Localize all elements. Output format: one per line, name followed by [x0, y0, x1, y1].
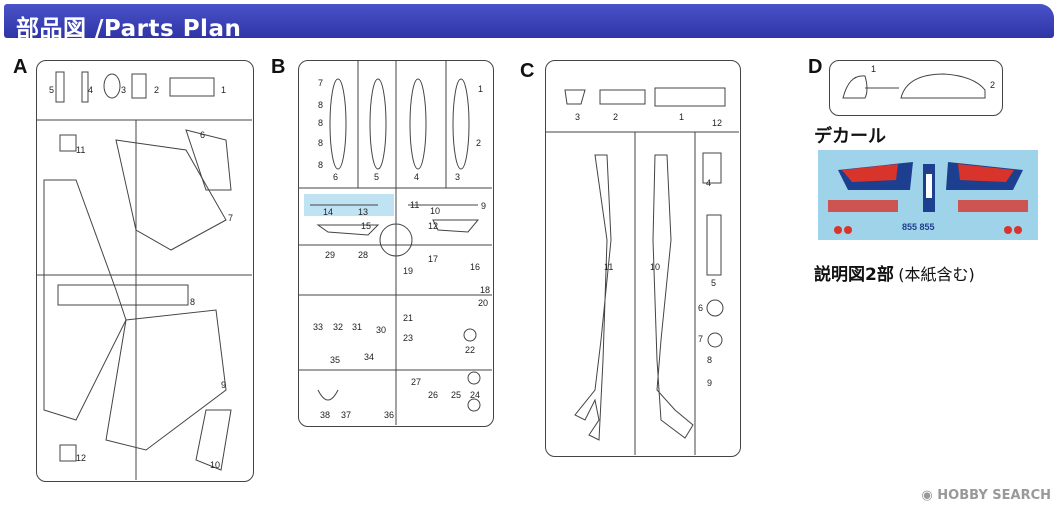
- part-number: 1: [478, 84, 484, 94]
- part-number: 7: [318, 78, 324, 88]
- panel-b-label: B: [271, 56, 286, 78]
- part-number: 33: [313, 322, 324, 332]
- part-number: 19: [403, 266, 414, 276]
- part-number: 28: [358, 250, 369, 260]
- panel-c-label: C: [520, 60, 535, 82]
- part-number: 35: [330, 355, 341, 365]
- part-number: 30: [376, 325, 387, 335]
- part-number: 6: [333, 172, 339, 182]
- instruction-note: 説明図2部 (本紙含む): [814, 260, 975, 285]
- part-number: 2: [476, 138, 482, 148]
- decal-sheet: 855 855: [818, 150, 1038, 240]
- panel-d-label: D: [808, 56, 823, 78]
- part-number: 34: [364, 352, 375, 362]
- sprue-a-drawing: [36, 71, 252, 480]
- watermark-text: HOBBY SEARCH: [937, 488, 1051, 503]
- part-number: 21: [403, 313, 414, 323]
- header-bar: 部品図 /Parts Plan: [4, 4, 1054, 42]
- part-number: 8: [318, 118, 324, 128]
- part-number: 8: [318, 138, 324, 148]
- instruction-note-normal: (本紙含む): [898, 265, 975, 284]
- part-number: 27: [411, 377, 422, 387]
- part-number: 6: [698, 303, 704, 313]
- part-number: 15: [361, 221, 372, 231]
- part-number: 3: [121, 85, 127, 95]
- part-number: 18: [480, 285, 491, 295]
- sprue-c-frame: [545, 60, 741, 457]
- decal-title: デカール: [814, 126, 886, 147]
- part-number: 9: [707, 378, 713, 388]
- part-number: 26: [428, 390, 439, 400]
- part-number: 24: [470, 390, 481, 400]
- part-number: 37: [341, 410, 352, 420]
- part-number: 29: [325, 250, 336, 260]
- watermark: ◉ HOBBY SEARCH: [921, 488, 1051, 503]
- sprue-c-drawing: [545, 87, 739, 455]
- part-number: 31: [352, 322, 363, 332]
- part-number: 25: [451, 390, 462, 400]
- part-number: 8: [190, 297, 196, 307]
- sprue-d-frame: [829, 60, 1003, 116]
- part-number: 7: [228, 213, 234, 223]
- part-number: 20: [478, 298, 489, 308]
- part-number: 10: [650, 262, 661, 272]
- part-number: 11: [76, 145, 86, 155]
- part-number: 3: [575, 112, 581, 122]
- part-number: 7: [698, 334, 704, 344]
- part-number: 8: [318, 100, 324, 110]
- part-number: 5: [49, 85, 55, 95]
- part-number: 4: [414, 172, 420, 182]
- part-number: 4: [706, 178, 712, 188]
- sprue-b-drawing: [298, 60, 492, 425]
- part-number: 12: [428, 221, 439, 231]
- decal-number-text: 855 855: [902, 222, 935, 232]
- part-number: 2: [613, 112, 619, 122]
- part-number: 16: [470, 262, 481, 272]
- part-number: 14: [323, 207, 334, 217]
- part-number: 36: [384, 410, 395, 420]
- panel-a-label: A: [13, 56, 28, 78]
- part-number: 1: [679, 112, 685, 122]
- part-number: 23: [403, 333, 414, 343]
- canopy-drawing: [842, 73, 986, 99]
- part-number: 6: [200, 130, 206, 140]
- part-number: 1: [221, 85, 227, 95]
- part-number: 5: [374, 172, 380, 182]
- part-number: 10: [430, 206, 441, 216]
- part-number: 32: [333, 322, 344, 332]
- part-number: 8: [318, 160, 324, 170]
- part-number: 5: [711, 278, 717, 288]
- part-number: 11: [604, 262, 614, 272]
- decal-artwork: [828, 162, 1028, 234]
- part-number: 2: [990, 80, 996, 90]
- part-number: 11: [410, 200, 420, 210]
- part-number: 8: [707, 355, 713, 365]
- part-number: 9: [481, 201, 487, 211]
- part-number: 10: [210, 460, 221, 470]
- hobby-search-logo-icon: ◉: [921, 488, 933, 503]
- part-number: 1: [871, 64, 877, 74]
- sprue-a-frame: [36, 60, 254, 482]
- part-number: 2: [154, 85, 160, 95]
- part-number: 9: [221, 380, 227, 390]
- part-number: 12: [76, 453, 87, 463]
- instruction-note-bold: 説明図2部: [814, 265, 894, 285]
- page-title: 部品図 /Parts Plan: [16, 16, 242, 42]
- part-number: 12: [712, 118, 723, 128]
- part-number: 3: [455, 172, 461, 182]
- part-number: 38: [320, 410, 331, 420]
- part-number: 22: [465, 345, 476, 355]
- part-number: 17: [428, 254, 439, 264]
- part-number: 13: [358, 207, 369, 217]
- part-number: 4: [88, 85, 94, 95]
